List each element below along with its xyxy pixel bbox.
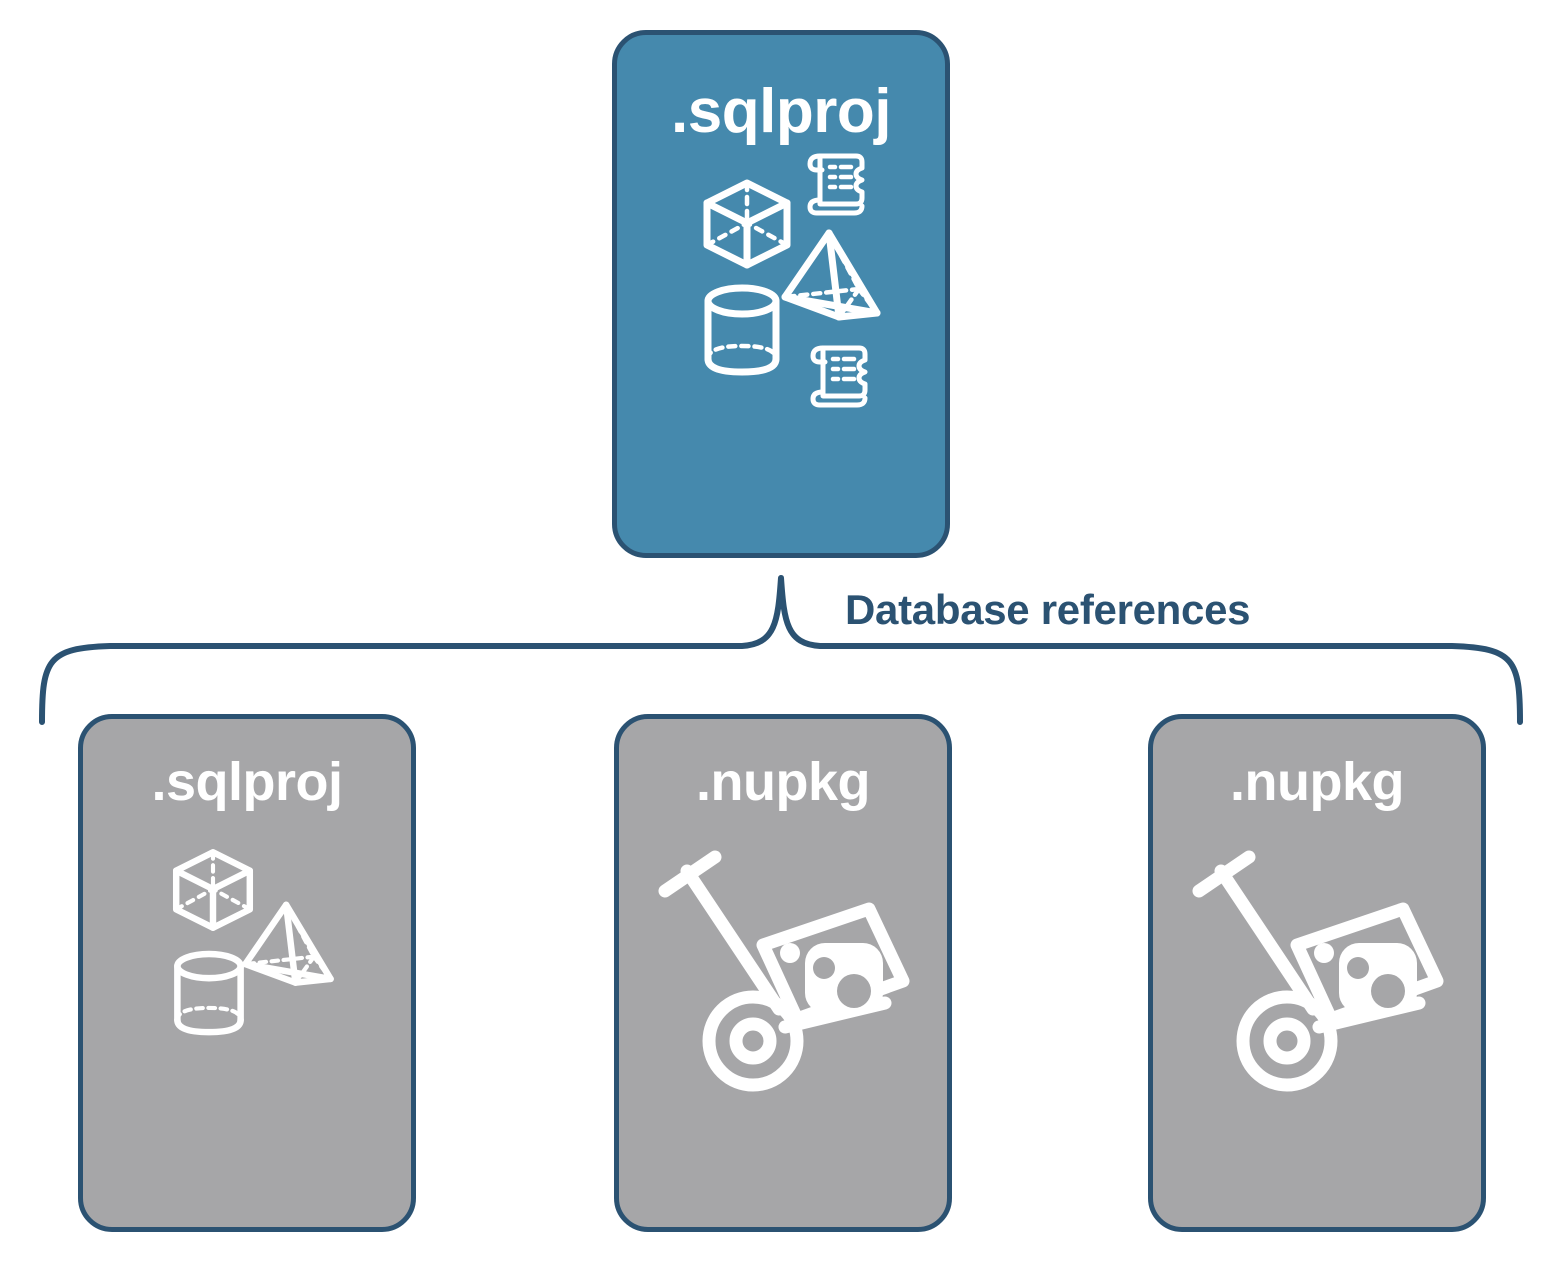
cylinder-wireframe-icon: [704, 284, 780, 376]
cylinder-wireframe-icon: [174, 950, 244, 1036]
reference-icon-group: [619, 809, 947, 1227]
cube-wireframe-icon: [172, 849, 254, 931]
reference-card-label: .nupkg: [696, 752, 870, 812]
pyramid-wireframe-icon: [242, 901, 334, 986]
reference-card-nupkg-1[interactable]: .nupkg: [614, 714, 952, 1232]
root-project-label: .sqlproj: [671, 77, 891, 146]
reference-icon-group: [83, 809, 411, 1227]
hand-truck-package-icon: [1192, 850, 1444, 1092]
reference-icon-group: [1153, 809, 1481, 1227]
reference-card-sqlproj[interactable]: .sqlproj: [78, 714, 416, 1232]
cube-wireframe-icon: [703, 179, 791, 269]
pyramid-wireframe-icon: [781, 229, 881, 321]
reference-card-label: .sqlproj: [151, 752, 343, 812]
root-icon-group: [617, 143, 945, 553]
database-references-label: Database references: [845, 586, 1251, 633]
scroll-document-icon: [810, 345, 868, 408]
reference-card-label: .nupkg: [1230, 752, 1404, 812]
hand-truck-package-icon: [658, 850, 910, 1092]
scroll-document-icon: [807, 153, 865, 216]
reference-card-nupkg-2[interactable]: .nupkg: [1148, 714, 1486, 1232]
root-project-card[interactable]: .sqlproj: [612, 30, 950, 558]
